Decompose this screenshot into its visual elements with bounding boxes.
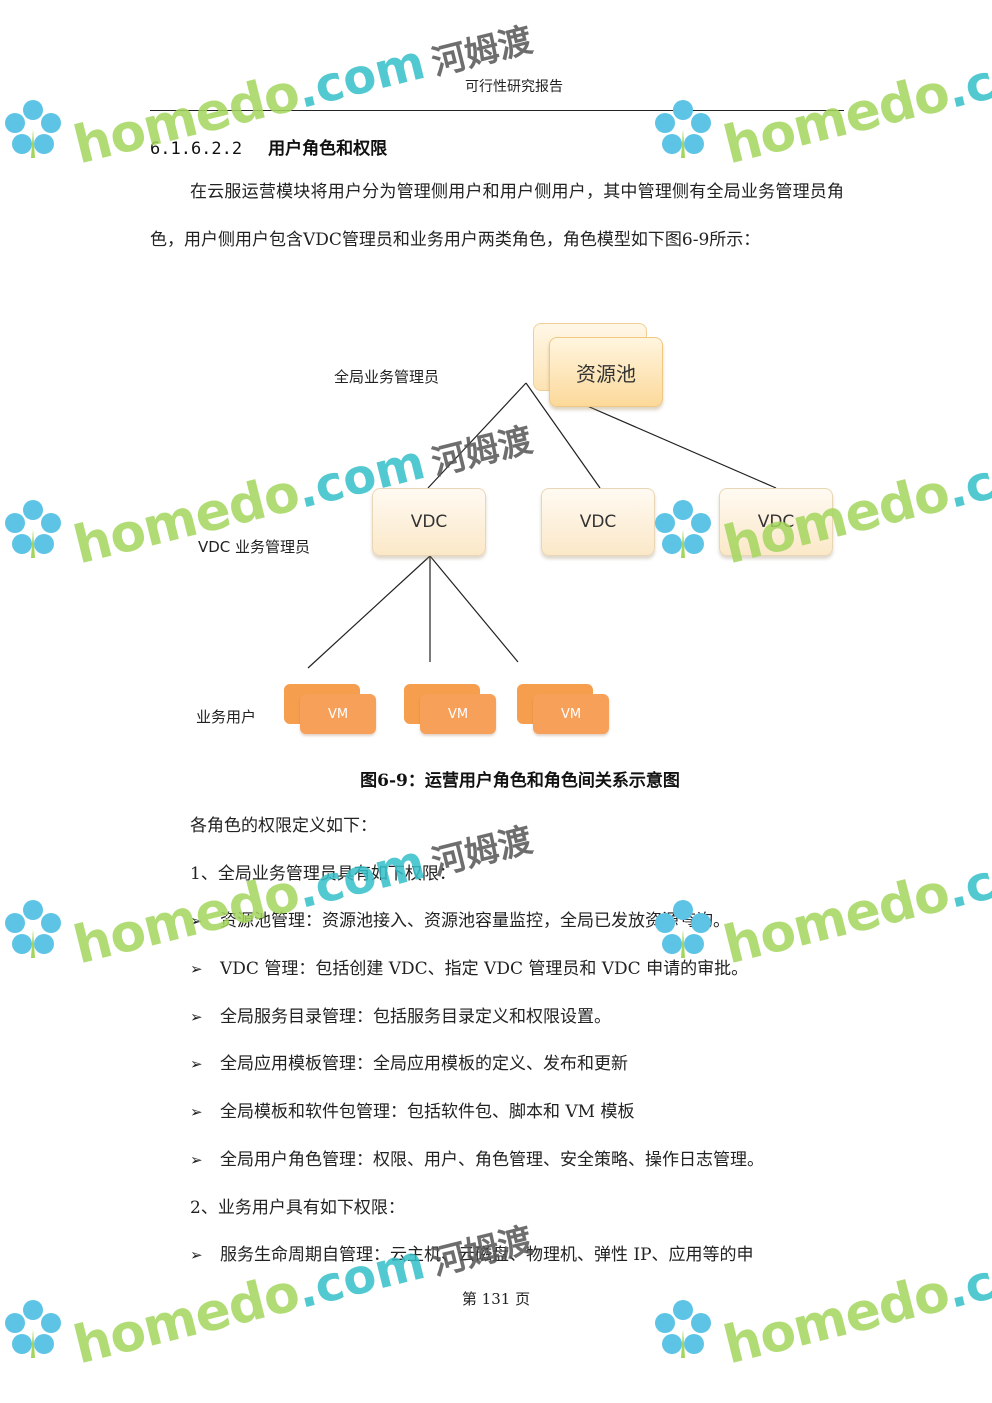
label-business-user: 业务用户 <box>196 708 257 726</box>
page-number: 第 131 页 <box>461 1290 531 1308</box>
list-item: ➢VDC 管理：包括创建 VDC、指定 VDC 管理员和 VDC 申请的审批。 <box>190 946 850 994</box>
group1-title: 1、全局业务管理员具有如下权限： <box>190 863 456 884</box>
vm-node-2: VM <box>420 694 496 734</box>
bullet-arrow-icon: ➢ <box>190 1103 203 1122</box>
roles-intro: 各角色的权限定义如下： <box>190 816 377 836</box>
list-item: ➢全局服务目录管理：包括服务目录定义和权限设置。 <box>190 994 850 1042</box>
watermark-flower-icon <box>5 100 61 158</box>
group2-title: 2、业务用户具有如下权限： <box>190 1197 405 1218</box>
edge-vdc1-vm1 <box>307 555 431 669</box>
page-header-title: 可行性研究报告 <box>465 79 563 95</box>
edge-pool-vdc3 <box>561 394 777 489</box>
header-divider <box>150 110 844 111</box>
figure-caption: 图6-9：运营用户角色和角色间关系示意图 <box>360 771 680 791</box>
watermark-logo: homedo.com <box>718 34 992 177</box>
watermark-flower-icon <box>655 1300 711 1358</box>
vm-node-3: VM <box>533 694 609 734</box>
vdc-node-2: VDC <box>541 488 655 556</box>
watermark-flower-icon <box>5 500 61 558</box>
intro-text: 在云服运营模块将用户分为管理侧用户和用户侧用户，其中管理侧有全局业务管理员角色，… <box>150 182 844 250</box>
edge-pool-vdc2 <box>525 382 601 489</box>
section-number: 6.1.6.2.2 <box>150 139 243 159</box>
list-item: ➢全局应用模板管理：全局应用模板的定义、发布和更新 <box>190 1041 850 1089</box>
vdc-node-3: VDC <box>719 488 833 556</box>
watermark-flower-icon <box>655 100 711 158</box>
bullet-arrow-icon: ➢ <box>190 960 203 979</box>
list-item: ➢全局模板和软件包管理：包括软件包、脚本和 VM 模板 <box>190 1089 850 1137</box>
edge-pool-vdc1 <box>427 382 527 489</box>
watermark-flower-icon <box>5 1300 61 1358</box>
list-item: ➢全局用户角色管理：权限、用户、角色管理、安全策略、操作日志管理。 <box>190 1137 850 1185</box>
watermark-flower-icon <box>655 500 711 558</box>
bullet-arrow-icon: ➢ <box>190 912 203 931</box>
vdc-node-1: VDC <box>372 488 486 556</box>
bullet-arrow-icon: ➢ <box>190 1007 203 1026</box>
bullet-arrow-icon: ➢ <box>190 1055 203 1074</box>
label-vdc-admin: VDC 业务管理员 <box>198 538 311 556</box>
list-item: ➢资源池管理：资源池接入、资源池容量监控，全局已发放资源查询。 <box>190 898 850 946</box>
edge-vdc1-vm3 <box>429 555 519 663</box>
role-model-diagram: 全局业务管理员 VDC 业务管理员 业务用户 资源池 VDC VDC VDC V… <box>190 315 850 745</box>
diagram-connectors <box>307 382 777 669</box>
list-item: ➢服务生命周期自管理：云主机、云磁盘、物理机、弹性 IP、应用等的申 <box>190 1232 850 1280</box>
bullet-arrow-icon: ➢ <box>190 1150 203 1169</box>
section-title: 用户角色和权限 <box>268 139 388 159</box>
resource-pool-node: 资源池 <box>549 337 663 407</box>
watermark-flower-icon <box>655 900 711 958</box>
bullet-arrow-icon: ➢ <box>190 1246 203 1265</box>
intro-paragraph: 在云服运营模块将用户分为管理侧用户和用户侧用户，其中管理侧有全局业务管理员角色，… <box>150 168 844 264</box>
permissions-list: 各角色的权限定义如下： 1、全局业务管理员具有如下权限： ➢资源池管理：资源池接… <box>190 803 850 1280</box>
label-global-admin: 全局业务管理员 <box>334 368 440 386</box>
watermark-flower-icon <box>5 900 61 958</box>
vm-node-1: VM <box>300 694 376 734</box>
section-heading: 6.1.6.2.2 用户角色和权限 <box>150 134 387 159</box>
